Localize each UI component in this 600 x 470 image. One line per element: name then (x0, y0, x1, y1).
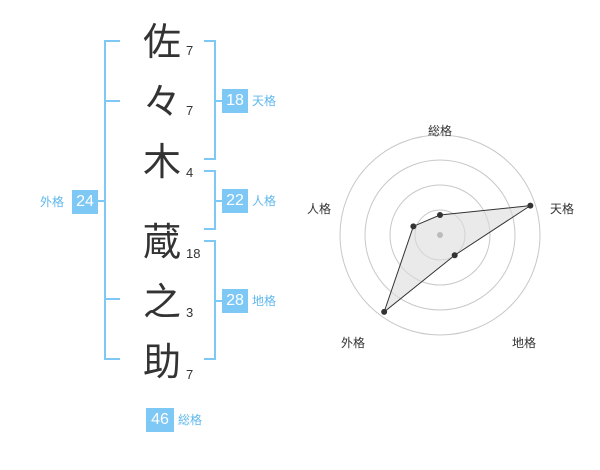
stroke-count-1: 7 (186, 43, 194, 58)
gaikaku-score: 24 (72, 190, 98, 214)
stroke-count-6: 7 (186, 367, 194, 382)
jinkaku-connector (216, 200, 222, 202)
stroke-count-4: 18 (186, 246, 201, 261)
radar-axis-label-jinkaku: 人格 (307, 201, 331, 216)
tenkaku-label: 天格 (252, 94, 277, 108)
gaikaku-connector (96, 200, 104, 202)
name-char-5: 之 (142, 280, 181, 324)
soukaku-score: 46 (146, 408, 174, 432)
radar-point-1 (437, 212, 443, 218)
radar-axis-label-tenkaku: 天格 (550, 201, 574, 216)
tenkaku-connector (216, 100, 222, 102)
radar-axis-label-gaikaku: 外格 (341, 335, 365, 350)
name-char-3: 木 (142, 140, 181, 184)
name-char-6: 助 (142, 340, 181, 384)
name-char-1: 佐 (142, 20, 181, 64)
jinkaku-bracket (204, 170, 216, 230)
radar-ring (364, 159, 516, 311)
radar-axis-label-chikaku: 地格 (512, 335, 536, 350)
stroke-count-3: 4 (186, 165, 194, 180)
gaikaku-bracket (104, 40, 120, 360)
gaikaku-bracket-tick (104, 100, 120, 102)
gaikaku-label: 外格 (40, 195, 65, 209)
chikaku-label: 地格 (252, 294, 277, 308)
tenkaku-bracket (204, 40, 216, 160)
radar-center-dot (437, 232, 443, 238)
gaikaku-bracket-tick (104, 298, 120, 300)
radar-axis-label-soukaku: 総格 (428, 123, 452, 138)
chikaku-score: 28 (222, 289, 248, 313)
radar-ring (389, 184, 491, 286)
soukaku-label: 総格 (178, 413, 203, 427)
chikaku-connector (216, 300, 222, 302)
radar-area (383, 205, 531, 314)
radar-point-5 (410, 223, 417, 230)
jinkaku-score: 22 (222, 189, 248, 213)
radar-chart: 総格 天格 地格 外格 人格 (307, 123, 574, 350)
radar-point-3 (451, 252, 458, 259)
name-char-4: 蔵 (142, 220, 181, 264)
stroke-count-5: 3 (186, 305, 194, 320)
radar-point-2 (527, 202, 534, 209)
chikaku-bracket (204, 240, 216, 360)
jinkaku-label: 人格 (252, 194, 277, 208)
tenkaku-score: 18 (222, 89, 248, 113)
radar-point-4 (381, 308, 388, 315)
radar-ring (339, 134, 541, 336)
stroke-count-2: 7 (186, 103, 194, 118)
name-char-2: 々 (142, 80, 181, 124)
